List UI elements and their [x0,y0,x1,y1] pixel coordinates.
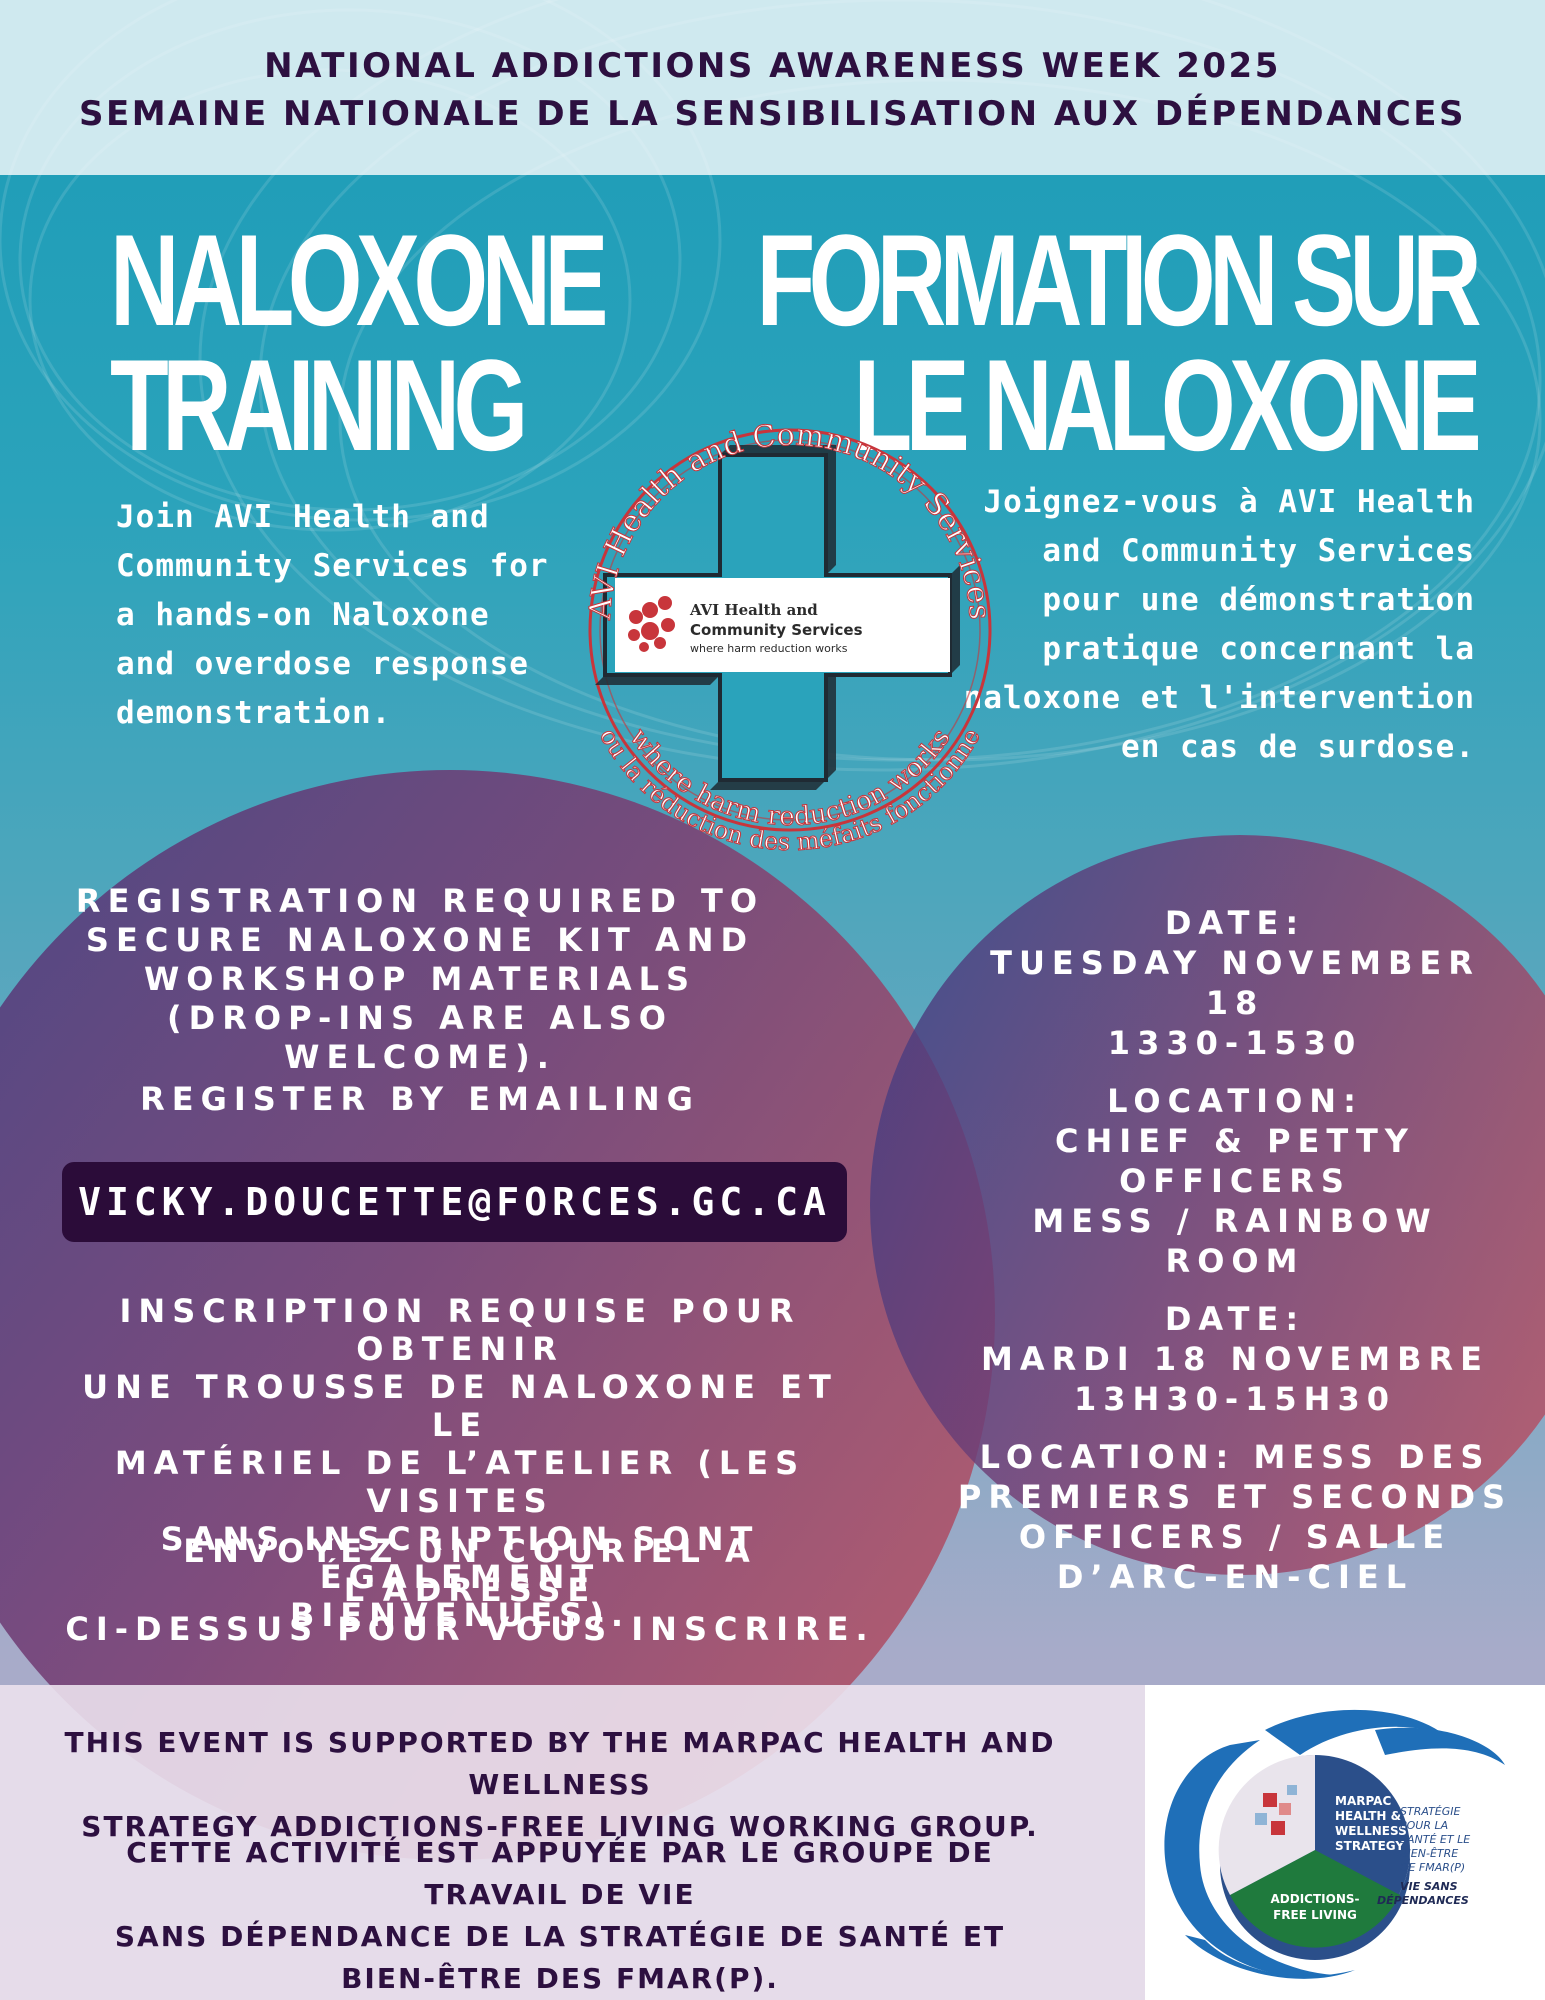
blue-swoosh-bottom [1185,1935,1355,1979]
intro-en-line: Join AVI Health and [116,499,490,535]
avi-health-logo: AVI Health and Community Services where … [582,417,997,855]
intro-fr-line: pour une démonstration [1042,582,1475,618]
registration-en-line: SECURE NALOXONE KIT AND [85,921,755,959]
green-text-1: ADDICTIONS- [1271,1892,1360,1906]
intro-en-line: demonstration. [116,695,392,731]
registration-fr-line: UNE TROUSSE DE NALOXONE ET LE [82,1368,838,1444]
fr-email-note-line: CI-DESSUS POUR VOUS INSCRIRE. [65,1610,875,1648]
time-value-en: 1330-1530 [1107,1024,1363,1062]
intro-french: Joignez-vous à AVI Health and Community … [955,478,1475,772]
badge-name-line1: AVI Health and [689,601,818,619]
location-en-line2: MESS / RAINBOW ROOM [1032,1202,1438,1280]
registration-fr-line: MATÉRIEL DE L’ATELIER (LES VISITES [114,1444,806,1520]
badge-tagline: where harm reduction works [690,642,848,655]
footer-french: CETTE ACTIVITÉ EST APPUYÉE PAR LE GROUPE… [60,1832,1060,2000]
registration-fr-line: INSCRIPTION REQUISE POUR OBTENIR [119,1292,801,1368]
registration-email-link[interactable]: VICKY.DOUCETTE@FORCES.GC.CA [78,1180,831,1224]
blue-swoosh-left [1164,1740,1335,1978]
email-box [62,1162,847,1242]
registration-fr-line: BIENVENUES). [289,1596,630,1634]
footer-english: THIS EVENT IS SUPPORTED BY THE MARPAC HE… [60,1722,1060,1848]
headline-fr-line1: FORMATION SUR [756,207,1481,353]
footer-fr-line: CETTE ACTIVITÉ EST APPUYÉE PAR LE GROUPE… [126,1836,994,1911]
registration-french-email-note: ENVOYEZ UN COURIEL A L’ADRESSE CI-DESSUS… [60,1532,880,1649]
location-french: LOCATION: MESS DES PREMIERS ET SECONDS O… [955,1437,1515,1597]
marpac-text-1: MARPAC [1335,1794,1391,1808]
date-label-en: DATE: [1164,904,1306,942]
registration-english: REGISTRATION REQUIRED TO SECURE NALOXONE… [60,882,780,1077]
event-details-circle [870,835,1545,1575]
footer-en-line: THIS EVENT IS SUPPORTED BY THE MARPAC HE… [64,1726,1056,1801]
location-fr-line1: LOCATION: MESS DES [979,1438,1491,1476]
badge-name-line2: Community Services [690,621,863,639]
blue-swoosh-right [1375,1727,1505,1765]
date-french: DATE: MARDI 18 NOVEMBRE 13H30-15H30 [955,1299,1515,1419]
marpac-text-2: HEALTH & [1335,1809,1401,1823]
avi-flower-icon [628,596,675,652]
intro-fr-line: naloxone et l'intervention [963,680,1475,716]
marpac-text-3: WELLNESS [1335,1824,1407,1838]
location-fr-line3: OFFICERS / SALLE [1018,1518,1452,1556]
headline-fr-line2: LE NALOXONE [853,332,1481,478]
intro-fr-line: en cas de surdose. [1121,729,1475,765]
register-by-emailing: REGISTER BY EMAILING [140,1080,700,1118]
logo-ring [588,428,992,832]
intro-fr-line: and Community Services [1042,533,1475,569]
puzzle-head-icon [1255,1785,1297,1835]
location-en-line1: CHIEF & PETTY OFFICERS [1055,1122,1415,1200]
footer-en-line: STRATEGY ADDICTIONS-FREE LIVING WORKING … [81,1810,1039,1843]
green-text-2: FREE LIVING [1273,1908,1357,1922]
headline-en-line2: TRAINING [110,332,528,478]
intro-fr-line: Joignez-vous à AVI Health [983,484,1475,520]
fr-text-3: SANTÉ ET LE [1400,1833,1470,1846]
intro-fr-line: pratique concernant la [1042,631,1475,667]
headline-french: FORMATION SUR LE NALOXONE [756,207,1481,478]
registration-circle [0,770,995,1860]
registration-en-line: REGISTRATION REQUIRED TO [75,882,765,920]
green-segment [1230,1850,1400,1948]
registration-fr-line: SANS INSCRIPTION SONT ÉGALEMENT [160,1520,760,1596]
time-value-fr: 13H30-15H30 [1074,1380,1396,1418]
fr-bold-2: DÉPENDANCES [1377,1894,1469,1907]
fr-text-2: POUR LA [1400,1819,1448,1832]
fr-text-5: DE FMAR(P) [1400,1861,1465,1874]
date-label-fr: DATE: [1164,1300,1306,1338]
event-details: DATE: TUESDAY NOVEMBER 18 1330-1530 LOCA… [955,903,1515,1615]
fr-bold-1: VIE SANS [1400,1880,1458,1893]
intro-en-line: Community Services for [116,548,549,584]
location-label-en: LOCATION: [1107,1082,1363,1120]
header-band [0,0,1545,175]
registration-french: INSCRIPTION REQUISE POUR OBTENIR UNE TRO… [60,1292,860,1634]
intro-en-line: a hands-on Naloxone [116,597,490,633]
date-value-en: TUESDAY NOVEMBER 18 [990,944,1480,1022]
awareness-week-en: NATIONAL ADDICTIONS AWARENESS WEEK 2025 [264,46,1281,86]
intro-en-line: and overdose response [116,646,529,682]
location-english: LOCATION: CHIEF & PETTY OFFICERS MESS / … [955,1081,1515,1281]
registration-en-line: (DROP-INS ARE ALSO WELCOME). [167,999,673,1076]
fr-text-4: BIEN-ÊTRE [1400,1847,1458,1860]
awareness-week-fr: SEMAINE NATIONALE DE LA SENSIBILISATION … [78,94,1467,134]
blue-swoosh-top [1265,1709,1445,1755]
marpac-logo: MARPAC HEALTH & WELLNESS STRATEGY ADDICT… [1164,1709,1505,1979]
marpac-text-4: STRATEGY [1335,1839,1404,1853]
marpac-logo-panel: MARPAC HEALTH & WELLNESS STRATEGY ADDICT… [1145,1685,1545,2000]
fr-text-1: STRATÉGIE [1400,1805,1461,1818]
date-english: DATE: TUESDAY NOVEMBER 18 1330-1530 [955,903,1515,1063]
logo-ring-inner [599,439,981,821]
headline-en-line1: NALOXONE [110,207,609,353]
cross-shadow-side [595,565,960,790]
headline-english: NALOXONE TRAINING [110,207,609,478]
location-fr-line2: PREMIERS ET SECONDS [957,1478,1513,1516]
date-value-fr: MARDI 18 NOVEMBRE [980,1340,1489,1378]
intro-english: Join AVI Health and Community Services f… [116,493,556,738]
footer-fr-line: SANS DÉPENDANCE DE LA STRATÉGIE DE SANTÉ… [114,1920,1006,1953]
footer-fr-line: BIEN-ÊTRE DES FMAR(P). [341,1962,779,1995]
registration-en-line: WORKSHOP MATERIALS [143,960,697,998]
awareness-week-title: NATIONAL ADDICTIONS AWARENESS WEEK 2025 … [0,42,1545,138]
location-fr-line4: D’ARC-EN-CIEL [1056,1558,1414,1596]
fr-email-note-line: ENVOYEZ UN COURIEL A L’ADRESSE [183,1532,757,1609]
